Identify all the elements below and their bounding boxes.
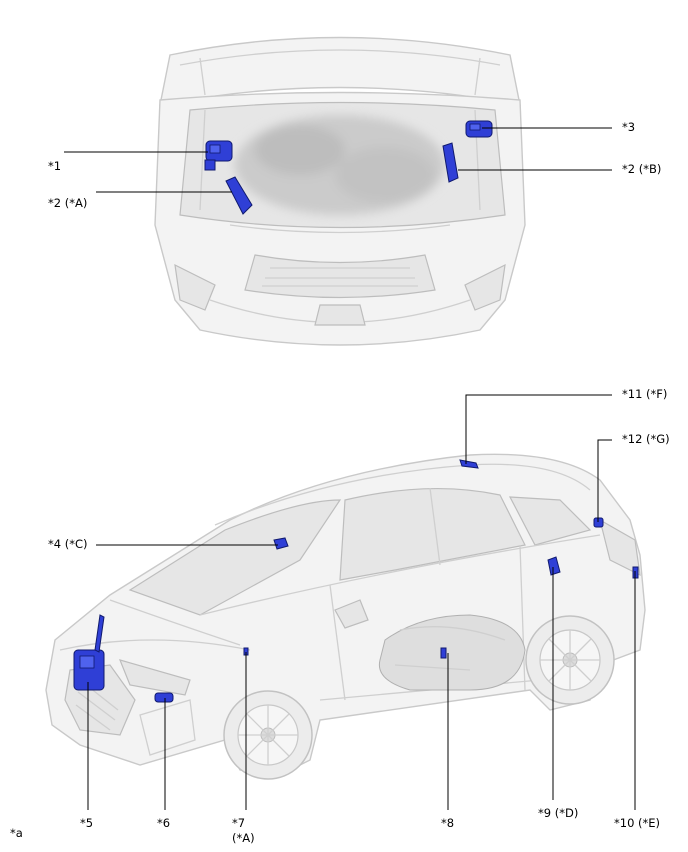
callout-3: *3 <box>622 120 635 134</box>
part-2b-right-bay <box>442 142 459 183</box>
callout-1: *1 <box>48 159 61 173</box>
part-3-right-bay <box>465 120 493 138</box>
part-11-roof <box>459 459 479 469</box>
engine-bay-illustration <box>154 36 526 346</box>
callout-5: *5 <box>80 816 93 830</box>
leader-lines <box>64 127 636 810</box>
callout-4: *4 (*C) <box>48 537 87 551</box>
callout-7: *7 <box>232 816 245 830</box>
callout-2b: *2 (*B) <box>622 162 661 176</box>
part-4-windshield <box>273 537 289 550</box>
callout-12: *12 (*G) <box>622 432 670 446</box>
part-2a-left-bay <box>225 176 253 215</box>
part-8-tank <box>440 647 447 659</box>
callout-7-suffix: (*A) <box>232 831 255 845</box>
part-9-rear-body <box>547 556 561 576</box>
callout-8: *8 <box>441 816 454 830</box>
callout-9: *9 (*D) <box>538 806 578 820</box>
callout-a: *a <box>10 826 23 840</box>
callout-11: *11 (*F) <box>622 387 667 401</box>
part-5-front <box>73 614 105 691</box>
callout-2a: *2 (*A) <box>48 196 87 210</box>
callout-labels: *1 *2 (*A) *3 *2 (*B) *11 (*F) *12 (*G) … <box>10 120 670 845</box>
part-6-bumper <box>154 692 174 703</box>
vehicle-illustration <box>45 453 646 780</box>
callout-6: *6 <box>157 816 170 830</box>
callout-10: *10 (*E) <box>614 816 660 830</box>
part-1-engine-bay <box>204 140 233 171</box>
